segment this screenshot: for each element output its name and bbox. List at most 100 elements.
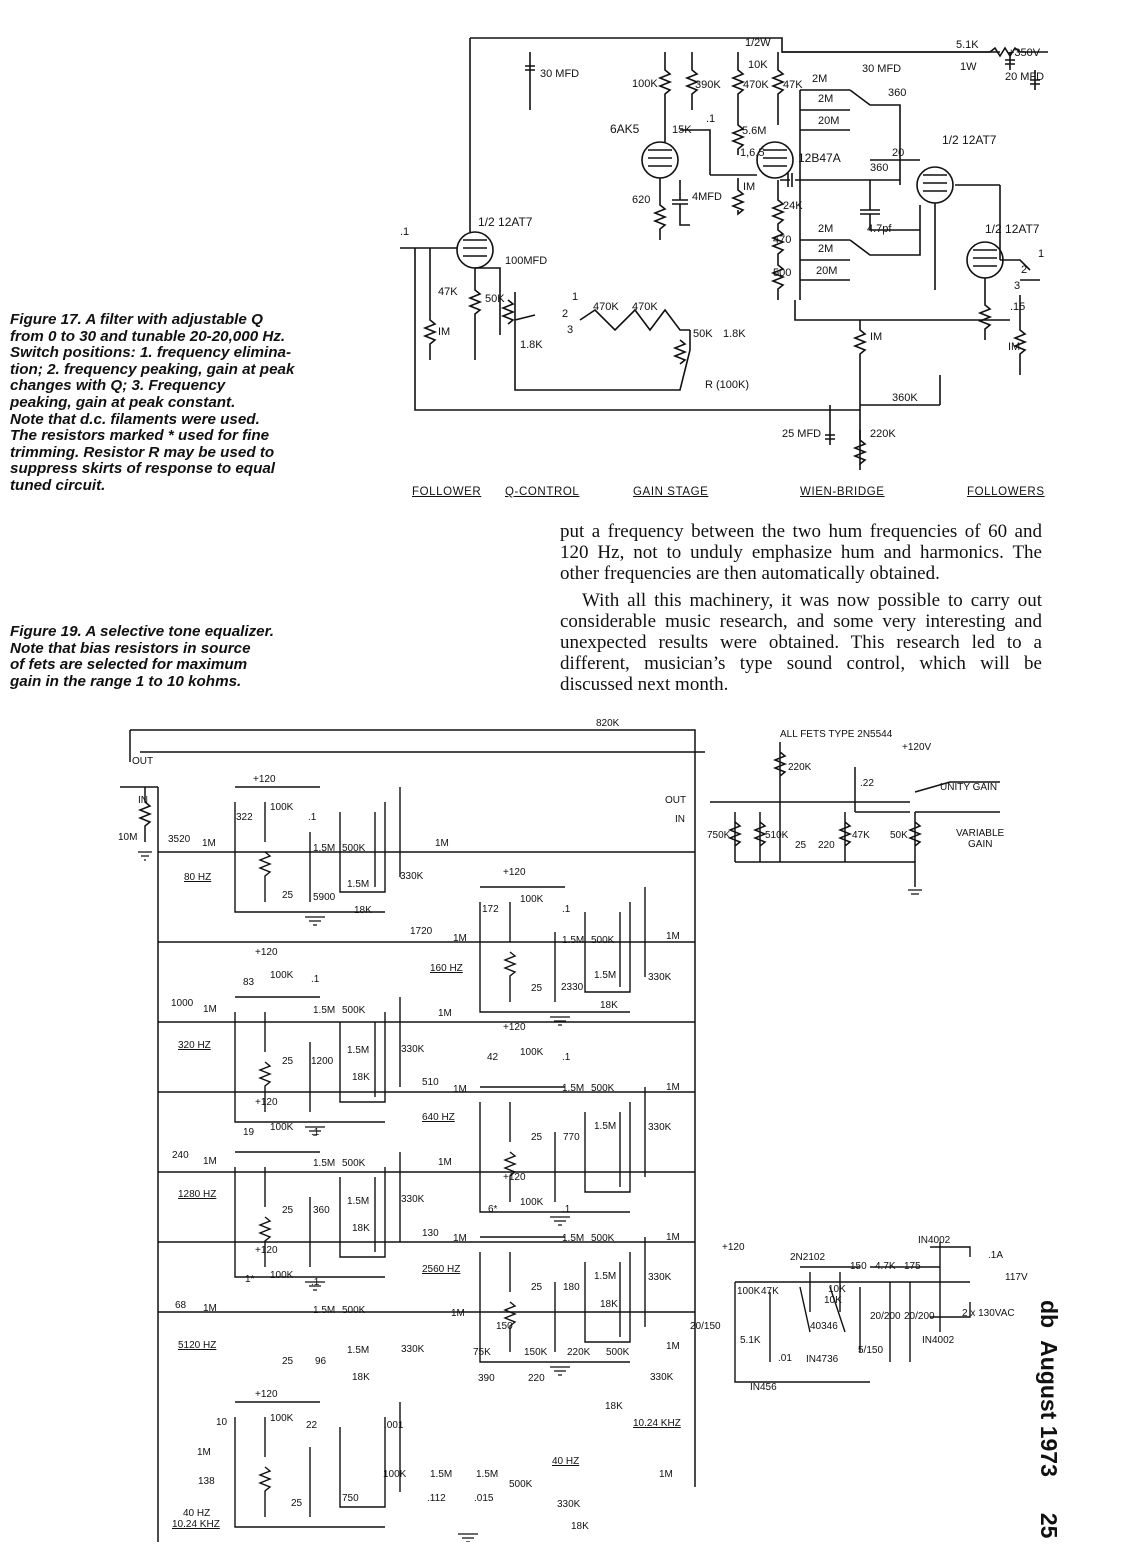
caption-line: gain in the range 1 to 10 kohms.	[10, 672, 242, 690]
label-switch-r3: 3	[1014, 280, 1020, 292]
stage-1280-r1m-in: 1M	[203, 1156, 217, 1167]
label-switch-r2: 2	[1021, 264, 1027, 276]
stage-2560-r18k: 18K	[600, 1299, 618, 1310]
stage-2560-cgate: 6*	[488, 1204, 498, 1215]
caption-line: from 0 to 30 and tunable 20-20,000 Hz.	[10, 327, 286, 345]
stage-80-freq: 80 HZ	[184, 872, 211, 883]
label-750k: 750K	[707, 830, 731, 841]
bottom-c015: .015	[474, 1493, 494, 1504]
caption-line: tuned circuit.	[10, 476, 106, 494]
stage-5120-r500k: 500K	[342, 1305, 366, 1316]
stage-160-r18k: 18K	[600, 1000, 618, 1011]
label-pins: 1,6,5	[740, 147, 764, 159]
stage-2560-r15m-b: 1.5M	[594, 1271, 616, 1282]
label-2m-a: 2M	[812, 73, 827, 85]
bottom-r15m-b: 1.5M	[476, 1469, 498, 1480]
caption-line: Note that bias resistors in source	[10, 639, 251, 657]
stage-5120-r1m-in: 1M	[203, 1303, 217, 1314]
stage-2560-r500k: 500K	[591, 1233, 615, 1244]
label-plus-120v: +120V	[902, 742, 932, 753]
label-1w: 1W	[960, 61, 977, 73]
label-47k-b: 47K	[438, 286, 458, 298]
stage-80-r500k: 500K	[342, 843, 366, 854]
label-c-0-15: .15	[1010, 301, 1025, 313]
stage-640-cgate: 42	[487, 1052, 499, 1063]
stage-5120-csrc: 96	[315, 1356, 327, 1367]
stage-5120-r15m-a: 1.5M	[313, 1305, 335, 1316]
ps-r51k: 5.1K	[740, 1335, 761, 1346]
stage-80-cin: 3520	[168, 834, 191, 845]
stage-1280-cin: 240	[172, 1150, 189, 1161]
label-in-left: IN	[138, 795, 148, 806]
tube-label-6ak5: 6AK5	[610, 122, 640, 136]
stage-80-r15m-a: 1.5M	[313, 843, 335, 854]
ps-r175: 175	[904, 1261, 921, 1272]
label-220k-top: 220K	[788, 762, 812, 773]
bottom-r75k: 75K	[473, 1347, 491, 1358]
stage-640-r1m: 1M	[666, 1082, 680, 1093]
ps-diode: IN456	[750, 1382, 777, 1393]
label-50k-top: 50K	[890, 830, 908, 841]
stage-640-v: +120	[503, 1022, 526, 1033]
stage-2560-r1m-in: 1M	[453, 1233, 467, 1244]
label-620: 620	[632, 194, 650, 206]
stage-640-r500k: 500K	[591, 1083, 615, 1094]
stage-2560-cin: 130	[422, 1228, 439, 1239]
label-half-w: 1/2W	[745, 37, 771, 49]
paragraph: With all this machinery, it was now poss…	[560, 589, 1042, 696]
stage-160-r1m-in: 1M	[453, 933, 467, 944]
label-1m-a: IM	[743, 181, 755, 193]
stage-640-r1m-in: 1M	[453, 1084, 467, 1095]
stage-80-cgate: 322	[236, 812, 253, 823]
label-20m-a: 20M	[818, 115, 839, 127]
stage-160-cin: 1720	[410, 926, 433, 937]
label-c-in: .1	[400, 226, 409, 238]
stage-1280-cgate: 19	[243, 1127, 255, 1138]
stage-320-csrc: 1200	[311, 1056, 334, 1067]
ps-fuse: .1A	[988, 1250, 1003, 1261]
tube-label-follower-right-top: 1/2 12AT7	[942, 133, 997, 147]
label-1m-d: IM	[1008, 341, 1020, 353]
label-gain: GAIN	[968, 839, 992, 850]
stage-5120-cgate: 1*	[245, 1274, 255, 1285]
label-390k: 390K	[695, 79, 721, 91]
label-15k: 15K	[672, 124, 692, 136]
stage-320-freq: 320 HZ	[178, 1040, 211, 1051]
bottom-r15m-a: 1.5M	[430, 1469, 452, 1480]
stage-160-r500k: 500K	[591, 935, 615, 946]
ps-r10k-b: 10K	[824, 1295, 842, 1306]
ps-r150: 150	[850, 1261, 867, 1272]
stage-5120-cin: 68	[175, 1300, 187, 1311]
stage-640-cin: 510	[422, 1077, 439, 1088]
caption-line: Figure 17. A filter with adjustable Q	[10, 311, 263, 328]
caption-line: suppress skirts of response to equal	[10, 460, 276, 478]
caption-line: The resistors marked * used for fine	[10, 427, 270, 445]
stage-160-cgate: 172	[482, 904, 499, 915]
stage-160-r15m-a: 1.5M	[562, 935, 584, 946]
ps-r47k-a: 4.7K	[875, 1261, 896, 1272]
stage-1280-r18k: 18K	[352, 1223, 370, 1234]
label-all-fets: ALL FETS TYPE 2N5544	[780, 729, 893, 740]
bottom-c750: 750	[342, 1493, 359, 1504]
stage-2560-r330k: 330K	[648, 1272, 672, 1283]
issue-date: August 1973	[1036, 1340, 1062, 1477]
magazine-brand: db	[1036, 1300, 1062, 1329]
page-sidebar: dbAugust 197325	[1014, 1300, 1062, 1560]
bottom-r100k-b: 100K	[383, 1469, 407, 1480]
ps-c20200-b: 20/200	[904, 1311, 935, 1322]
caption-line: Figure 19. A selective tone equalizer.	[10, 623, 274, 640]
label-out-right: OUT	[665, 795, 686, 806]
stage-2560-r15m-a: 1.5M	[562, 1233, 584, 1244]
stage-80-r15m-b: 1.5M	[347, 879, 369, 890]
label-100k: 100K	[632, 78, 658, 90]
stage-320-r500k: 500K	[342, 1005, 366, 1016]
stage-320-v: +120	[255, 947, 278, 958]
bottom-r330k: 330K	[557, 1499, 581, 1510]
label-4-7pf: 4.7pf	[867, 223, 892, 235]
ps-transistor: 2N2102	[790, 1252, 825, 1263]
label-switch-1: 1	[572, 291, 578, 303]
stage-320-c1: .1	[311, 974, 320, 985]
bottom-c390: 390	[478, 1373, 495, 1384]
ps-c20200-a: 20/200	[870, 1311, 901, 1322]
stage-160-r1m: 1M	[666, 931, 680, 942]
